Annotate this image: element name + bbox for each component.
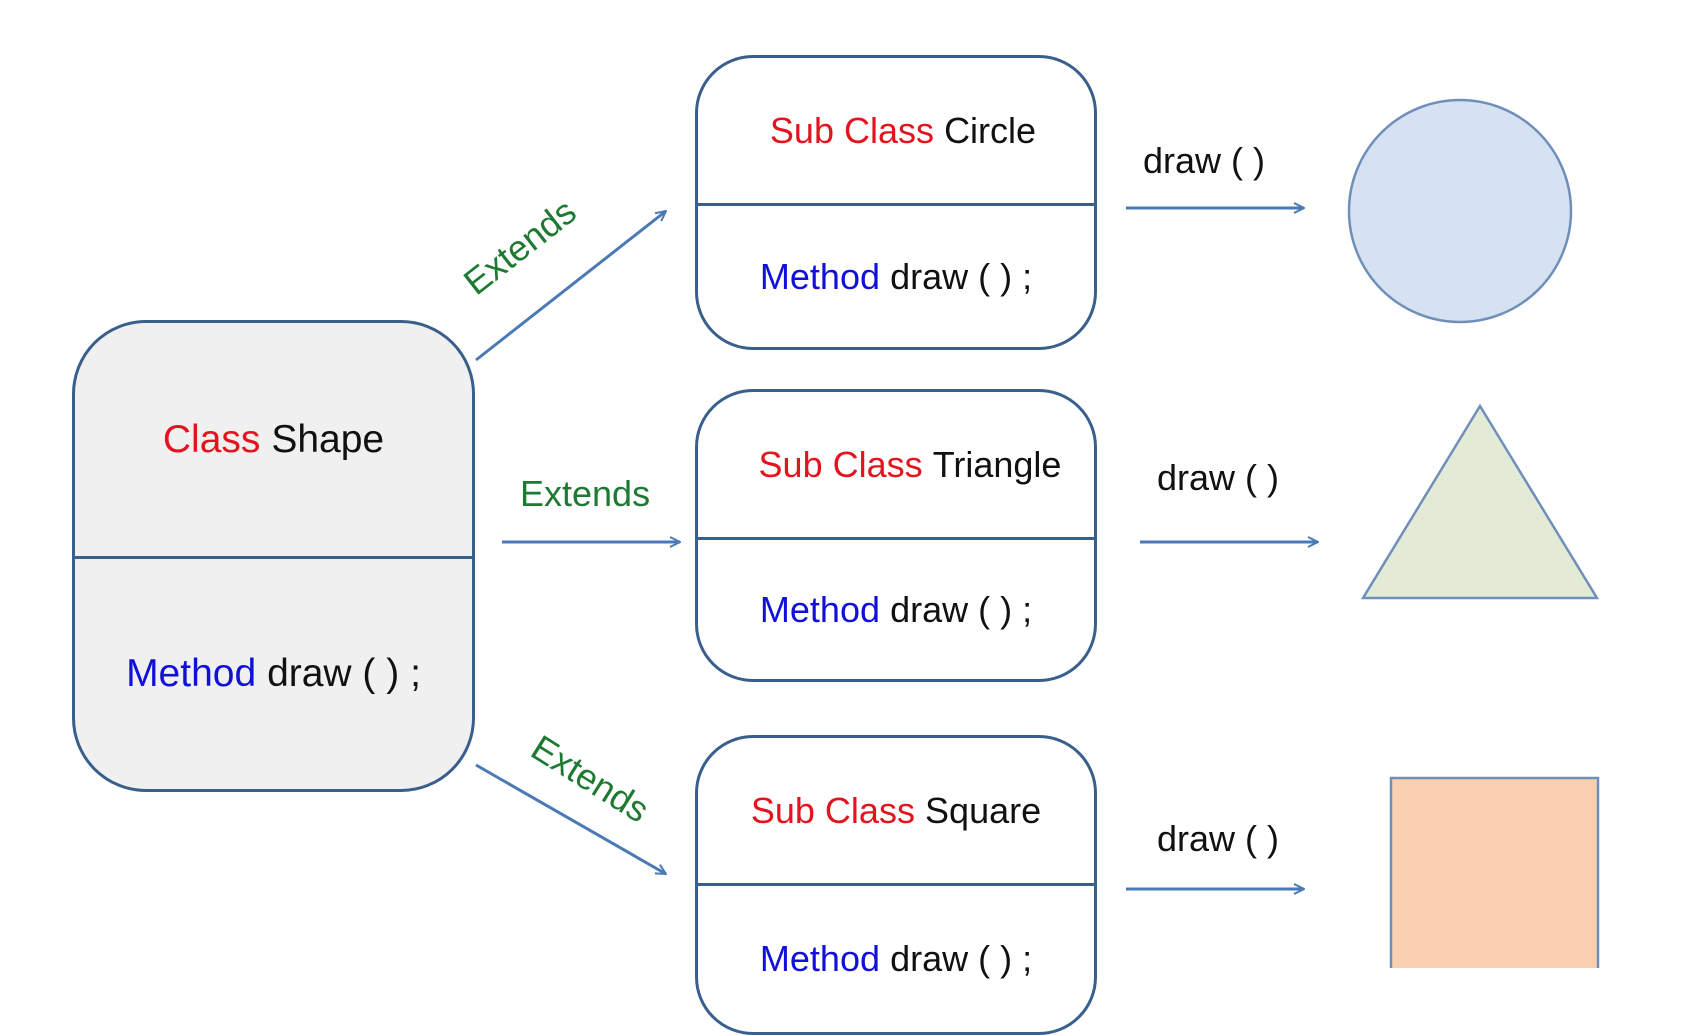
draw-label-circle: draw ( ) [1143, 140, 1266, 181]
method-signature: draw ( ) ; [890, 938, 1033, 979]
method-keyword: Method [759, 938, 880, 979]
class-keyword: Class [162, 417, 261, 461]
extends-arrow-square [475, 763, 666, 876]
circle-shape [1347, 98, 1573, 324]
connector-layer [475, 98, 1600, 968]
square-shape [1389, 776, 1600, 968]
method-keyword: Method [759, 255, 880, 297]
method-signature: draw ( ) ; [267, 652, 421, 695]
draw-label-triangle: draw ( ) [1157, 457, 1280, 498]
subclass-keyword: Sub Class [750, 789, 915, 831]
subclass-divider [698, 203, 1094, 206]
subclass-name: Triangle [932, 443, 1062, 485]
subclass-divider [698, 537, 1094, 540]
subclass-keyword: Sub Class [758, 443, 923, 485]
extends-arrow-circle [475, 211, 666, 362]
subclass-keyword: Sub Class [769, 109, 934, 151]
class-divider [75, 556, 472, 559]
method-keyword: Method [126, 652, 257, 695]
subclass-divider [698, 883, 1094, 886]
triangle-shape [1360, 403, 1600, 600]
extends-label-triangle: Extends [520, 473, 651, 514]
method-signature: draw ( ) ; [890, 255, 1033, 297]
draw-label-square: draw ( ) [1157, 818, 1280, 859]
method-signature: draw ( ) ; [890, 588, 1033, 630]
subclass-name: Square [925, 789, 1042, 831]
method-keyword: Method [759, 588, 880, 630]
subclass-name: Circle [944, 109, 1037, 151]
class-name: Shape [271, 417, 385, 461]
